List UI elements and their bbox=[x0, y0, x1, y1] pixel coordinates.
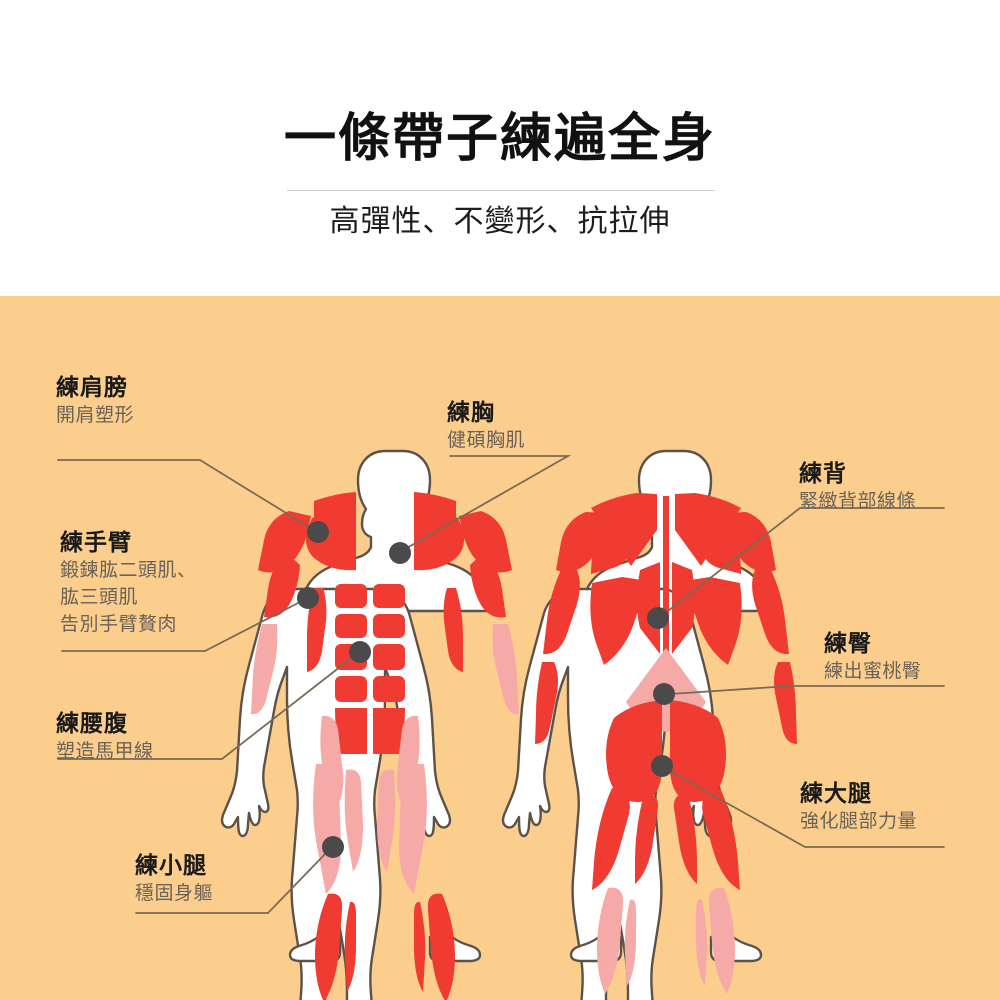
callout-waist: 練腰腹 塑造馬甲線 bbox=[56, 708, 154, 765]
callout-thigh: 練大腿 強化腿部力量 bbox=[800, 778, 917, 835]
header-section: 一條帶子練遍全身 高彈性、不變形、抗拉伸 bbox=[0, 0, 1000, 296]
dot-chest bbox=[389, 542, 411, 564]
callout-thigh-desc-0: 強化腿部力量 bbox=[800, 811, 918, 832]
callout-arm-title: 練手臂 bbox=[60, 529, 132, 555]
dot-arm bbox=[297, 587, 319, 609]
illustration-panel: .bodyshape { fill:#ffffff; stroke:#5c524… bbox=[0, 296, 1000, 1000]
page-title: 一條帶子練遍全身 bbox=[283, 110, 716, 168]
callout-back-title: 練背 bbox=[799, 460, 847, 486]
callout-chest: 練胸 健碩胸肌 bbox=[447, 397, 525, 454]
callout-back-desc-0: 緊緻背部線條 bbox=[799, 491, 917, 512]
callout-arm-desc-2: 告別手臂贅肉 bbox=[60, 614, 178, 635]
dot-waist bbox=[349, 641, 371, 663]
dot-back bbox=[647, 607, 669, 629]
callout-waist-title: 練腰腹 bbox=[56, 710, 128, 736]
callout-waist-desc-0: 塑造馬甲線 bbox=[56, 741, 154, 762]
dot-shoulder bbox=[307, 521, 329, 543]
callout-hip-desc-0: 練出蜜桃臀 bbox=[824, 661, 922, 682]
callout-thigh-title: 練大腿 bbox=[800, 780, 872, 806]
title-divider bbox=[287, 190, 715, 191]
dot-calf bbox=[322, 836, 344, 858]
callout-hip-title: 練臀 bbox=[824, 630, 872, 656]
leader-arm bbox=[61, 600, 303, 652]
callout-shoulder-title: 練肩膀 bbox=[56, 374, 128, 400]
page-subtitle: 高彈性、不變形、抗拉伸 bbox=[329, 205, 671, 238]
leader-thigh bbox=[667, 769, 945, 848]
leader-calf bbox=[135, 851, 328, 914]
dot-hip bbox=[653, 683, 675, 705]
callout-hip: 練臀 練出蜜桃臀 bbox=[824, 628, 922, 685]
callout-arm: 練手臂 鍛鍊肱二頭肌、 肱三頭肌 告別手臂贅肉 bbox=[60, 527, 197, 638]
callout-back: 練背 緊緻背部線條 bbox=[799, 458, 916, 515]
leader-hip bbox=[669, 685, 945, 695]
leader-chest bbox=[404, 455, 572, 550]
callout-calf-title: 練小腿 bbox=[135, 852, 207, 878]
callout-chest-title: 練胸 bbox=[447, 399, 495, 425]
back-body-figure bbox=[501, 449, 797, 1000]
callout-calf: 練小腿 穩固身軀 bbox=[135, 850, 213, 907]
dot-thigh bbox=[651, 755, 673, 777]
leader-lines bbox=[57, 455, 945, 914]
callout-shoulder-desc-0: 開肩塑形 bbox=[56, 405, 135, 426]
front-body-figure bbox=[220, 449, 519, 1000]
anatomy-diagram: .bodyshape { fill:#ffffff; stroke:#5c524… bbox=[57, 449, 945, 1000]
callout-arm-desc-0: 鍛鍊肱二頭肌、 bbox=[60, 560, 197, 581]
callout-calf-desc-0: 穩固身軀 bbox=[135, 883, 214, 904]
callout-chest-desc-0: 健碩胸肌 bbox=[447, 430, 526, 451]
callout-arm-desc-1: 肱三頭肌 bbox=[60, 587, 139, 608]
leader-shoulder bbox=[57, 459, 313, 530]
callout-shoulder: 練肩膀 開肩塑形 bbox=[56, 372, 134, 429]
leader-back bbox=[663, 507, 945, 615]
leader-waist bbox=[57, 655, 355, 760]
